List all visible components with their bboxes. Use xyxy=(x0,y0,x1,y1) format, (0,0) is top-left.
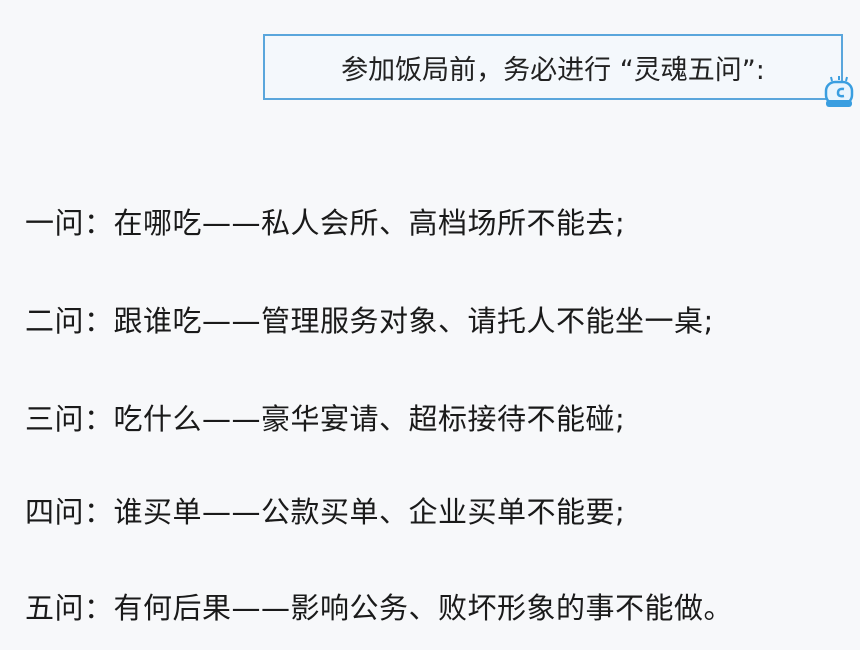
question-5: 五问：有何后果——影响公务、败坏形象的事不能做。 xyxy=(25,591,734,625)
question-3: 三问：吃什么——豪华宴请、超标接待不能碰; xyxy=(25,402,626,436)
mascot-icon xyxy=(824,76,854,107)
callout-text: 参加饭局前，务必进行 “灵魂五问”: xyxy=(341,54,765,86)
question-4: 四问：谁买单——公款买单、企业买单不能要; xyxy=(25,495,626,529)
question-2: 二问：跟谁吃——管理服务对象、请托人不能坐一桌; xyxy=(25,304,714,338)
callout-box: 参加饭局前，务必进行 “灵魂五问”: xyxy=(263,34,843,100)
question-1: 一问：在哪吃——私人会所、高档场所不能去; xyxy=(25,206,626,240)
